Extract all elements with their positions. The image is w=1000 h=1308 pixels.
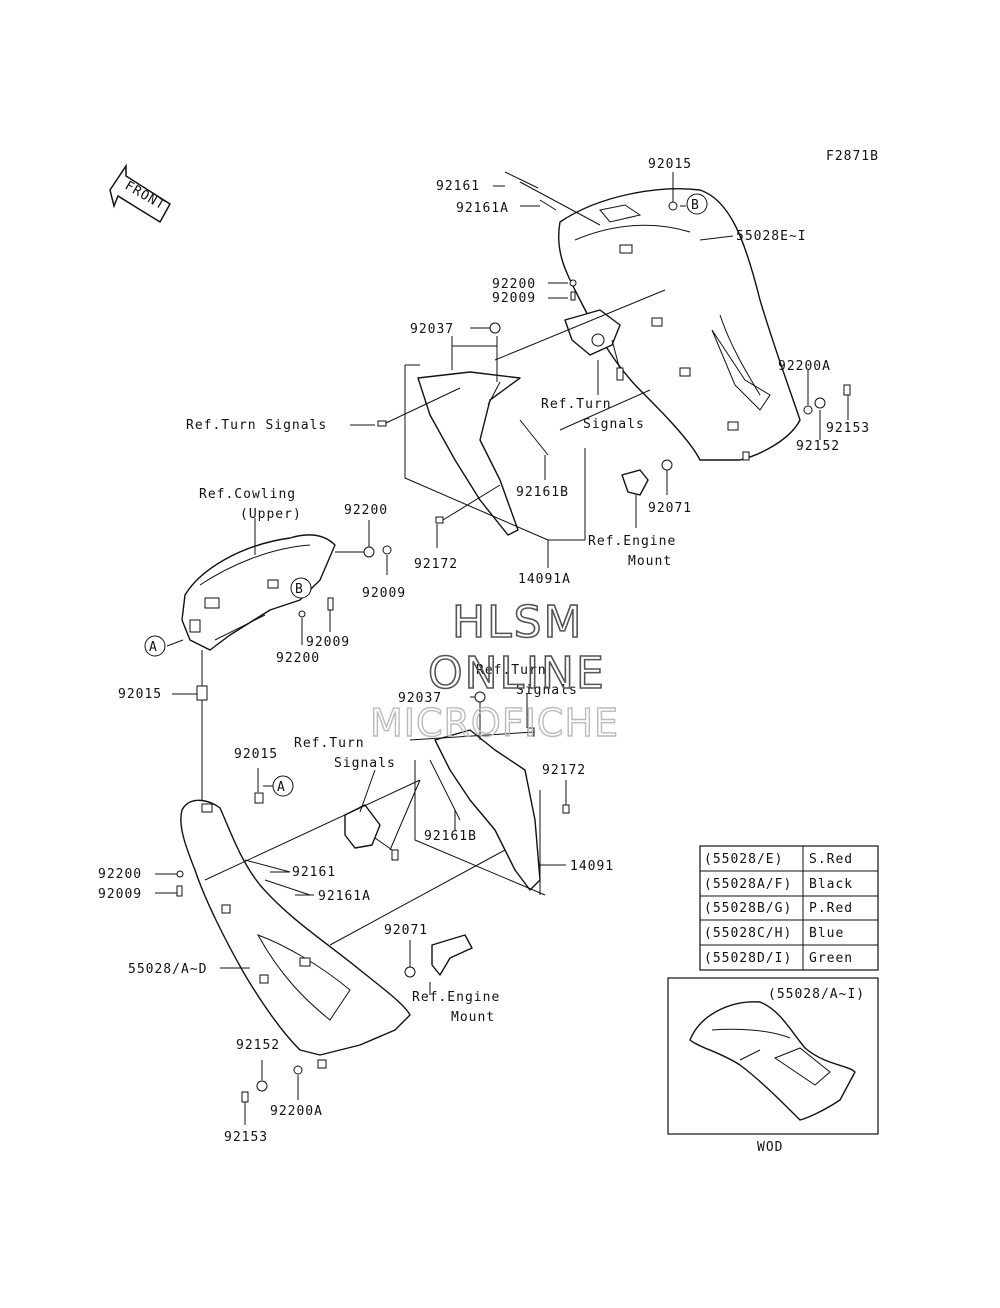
label-14091A: 14091A (518, 572, 571, 587)
label-ref-turn-upper-1: Ref.Turn (541, 397, 612, 412)
leader-lines-mid (166, 518, 388, 800)
color-table: (55028/E) S.Red (55028A/F) Black (55028B… (699, 845, 879, 971)
label-ref-cowling-1: Ref.Cowling (199, 487, 296, 502)
label-92152-top: 92152 (796, 439, 840, 454)
inset-title: (55028/A~I) (768, 987, 865, 1002)
label-92009-low: 92009 (98, 887, 142, 902)
label-ref-turn-mid-1: Ref.Turn (476, 663, 547, 678)
engine-mount-lower-shape (404, 934, 473, 978)
svg-text:B: B (295, 582, 304, 597)
label-14091: 14091 (570, 859, 614, 874)
lower-cowling-left-shape (180, 799, 411, 1069)
label-92200-mid: 92200 (344, 503, 388, 518)
table-row-color: Blue (809, 926, 844, 941)
label-ref-engine-low-2: Mount (451, 1010, 495, 1025)
front-direction-arrow-icon: FRONT (109, 163, 171, 224)
engine-mount-upper-shape (621, 459, 673, 496)
label-ref-turn-low-2: Signals (334, 756, 396, 771)
figure-code: F2871B (826, 149, 879, 164)
label-92161A-top: 92161A (456, 201, 509, 216)
label-92071-top: 92071 (648, 501, 692, 516)
label-92172-top: 92172 (414, 557, 458, 572)
label-ref-turn-mid-2: Signals (516, 683, 578, 698)
label-92152-low: 92152 (236, 1038, 280, 1053)
callout-b-top: B (686, 193, 708, 215)
inner-panel-14091A-shape (417, 371, 549, 536)
table-row-code: (55028C/H) (704, 926, 792, 941)
svg-text:A: A (277, 780, 286, 795)
label-ref-engine-top-2: Mount (628, 554, 672, 569)
label-92200-mid2: 92200 (276, 651, 320, 666)
watermark-line2: ONLINE (428, 648, 606, 699)
label-92200-top: 92200 (492, 277, 536, 292)
label-92153-low: 92153 (224, 1130, 268, 1145)
callout-a-mid: A (144, 635, 166, 657)
inset-caption: WOD (757, 1140, 783, 1155)
turn-signal-upper-shape (564, 309, 624, 381)
label-ref-turn-signals-left: Ref.Turn Signals (186, 418, 327, 433)
label-92200A-top: 92200A (778, 359, 831, 374)
table-row-code: (55028A/F) (704, 877, 792, 892)
leader-lines-low (155, 693, 567, 1125)
label-ref-engine-low-1: Ref.Engine (412, 990, 500, 1005)
hardware-low (176, 691, 570, 1103)
inset-box: (55028/A~I) WOD (667, 977, 879, 1155)
label-92200A-low: 92200A (270, 1104, 323, 1119)
table-row-color: Green (809, 951, 853, 966)
upper-cowling-right-shape (558, 188, 801, 461)
label-ref-cowling-2: (Upper) (240, 507, 302, 522)
svg-text:A: A (149, 640, 158, 655)
label-92200-low: 92200 (98, 867, 142, 882)
hardware-mid (196, 545, 392, 701)
label-ref-turn-upper-2: Signals (583, 417, 645, 432)
table-row-code: (55028/E) (704, 852, 783, 867)
watermark-line3: MICROFICHE (370, 701, 619, 745)
label-92015-low: 92015 (234, 747, 278, 762)
svg-text:B: B (691, 198, 700, 213)
table-row-color: P.Red (809, 901, 853, 916)
label-92161B-top: 92161B (516, 485, 569, 500)
label-92172-low: 92172 (542, 763, 586, 778)
label-92015-mid: 92015 (118, 687, 162, 702)
table-row-color: Black (809, 877, 853, 892)
strip-92161-top (504, 171, 601, 226)
table-row-code: (55028D/I) (704, 951, 792, 966)
label-92015-top: 92015 (648, 157, 692, 172)
label-92161A-low: 92161A (318, 889, 371, 904)
label-92009-mid2: 92009 (306, 635, 350, 650)
inner-panel-14091-shape (429, 729, 541, 891)
label-92153-top: 92153 (826, 421, 870, 436)
label-92009-top: 92009 (492, 291, 536, 306)
watermark-line1: HLSM (452, 597, 584, 648)
label-92071-low: 92071 (384, 923, 428, 938)
table-row-color: S.Red (809, 852, 853, 867)
turn-signal-lower-shape (344, 804, 399, 861)
table-row-code: (55028B/G) (704, 901, 792, 916)
hardware-top-right (377, 201, 851, 524)
label-92161-low: 92161 (292, 865, 336, 880)
label-ref-engine-top-1: Ref.Engine (588, 534, 676, 549)
label-55028-A-D: 55028/A~D (128, 962, 207, 977)
label-92161-top: 92161 (436, 179, 480, 194)
label-92037-mid: 92037 (398, 691, 442, 706)
watermark: HLSM ONLINE MICROFICHE (369, 596, 619, 746)
label-92009-mid: 92009 (362, 586, 406, 601)
callout-b-mid: B (290, 577, 312, 599)
callout-a-low: A (272, 775, 294, 797)
label-92161B-low: 92161B (424, 829, 477, 844)
leader-lines-upper (350, 172, 849, 568)
upper-cowling-ref-shape (181, 534, 336, 651)
label-55028E-I: 55028E~I (736, 229, 807, 244)
label-ref-turn-low-1: Ref.Turn (294, 736, 365, 751)
label-92037-top: 92037 (410, 322, 454, 337)
part-labels: 92161 92161A 92015 55028E~I 92200 92009 … (98, 157, 870, 1145)
